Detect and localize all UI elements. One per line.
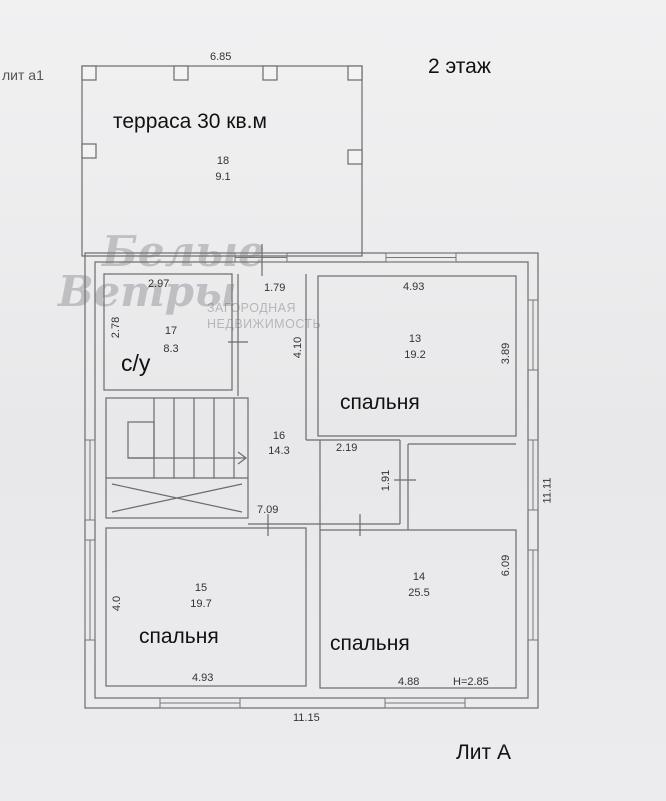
bedroom13-width-dim: 4.93	[403, 281, 425, 293]
bedroom15-width-dim: 4.93	[192, 672, 214, 684]
bedroom14-width-dim: 4.88	[398, 676, 420, 688]
terrace-width-dim: 6.85	[210, 51, 232, 63]
hall-mid-dim: 2.19	[336, 442, 358, 454]
bathroom-walls	[103, 273, 233, 391]
bathroom-room-number: 17	[164, 325, 178, 337]
bedroom14-area: 25.5	[408, 587, 430, 599]
bedroom14-height-dim: 6.09	[500, 554, 513, 577]
bathroom-height-dim: 2.78	[110, 316, 123, 339]
bedroom13-area: 19.2	[404, 349, 426, 361]
terrace-post	[81, 143, 97, 159]
hall-vertical-dim: 1.91	[380, 469, 393, 492]
watermark-line2: НЕДВИЖИМОСТЬ	[207, 317, 322, 331]
watermark-line1: ЗАГОРОДНАЯ	[207, 301, 297, 315]
terrace-post	[173, 65, 189, 81]
hall-room-number: 16	[272, 430, 286, 442]
ceiling-height-note: H=2.85	[453, 676, 489, 688]
terrace-post	[262, 65, 278, 81]
watermark-logo: Белые Ветры	[58, 227, 265, 332]
stair-area	[105, 397, 249, 519]
bedroom13-label: спальня	[340, 391, 420, 414]
bedroom15-walls	[105, 527, 307, 687]
outer-width-dim: 11.15	[293, 712, 320, 724]
bedroom15-label: спальня	[139, 625, 219, 648]
bedroom15-room-number: 15	[194, 582, 208, 594]
bedroom14-label: спальня	[330, 632, 410, 655]
hall-bottom-dim: 7.09	[257, 504, 279, 516]
watermark-caption: ЗАГОРОДНАЯ НЕДВИЖИМОСТЬ	[207, 300, 321, 332]
hall-side-dim: 4.10	[292, 336, 305, 359]
bathroom-area: 8.3	[163, 343, 179, 355]
terrace-post	[347, 149, 363, 165]
hall-top-dim: 1.79	[264, 282, 286, 294]
hall-area: 14.3	[268, 445, 290, 457]
terrace-area: 9.1	[215, 171, 231, 183]
bedroom13-walls	[317, 275, 517, 437]
terrace-post	[81, 65, 97, 81]
terrace-caption: терраса 30 кв.м	[113, 110, 267, 133]
bathroom-label: с/у	[121, 350, 151, 376]
watermark-logo-line1: Белые	[102, 227, 265, 276]
watermark-logo-line2: Ветры	[58, 267, 237, 316]
bedroom15-height-dim: 4.0	[111, 595, 124, 612]
lit-a-label: Лит А	[456, 741, 511, 764]
lit-a1-label: лит а1	[2, 67, 44, 83]
terrace-post	[347, 65, 363, 81]
outer-depth-dim: 11.11	[541, 477, 554, 504]
floor-title: 2 этаж	[428, 55, 491, 78]
terrace-room-number: 18	[216, 155, 230, 167]
bedroom13-height-dim: 3.89	[500, 342, 513, 365]
bedroom14-walls	[319, 529, 517, 689]
bedroom13-room-number: 13	[408, 333, 422, 345]
bedroom14-room-number: 14	[412, 571, 426, 583]
bathroom-width-dim: 2.97	[148, 278, 170, 290]
bedroom15-area: 19.7	[190, 598, 212, 610]
